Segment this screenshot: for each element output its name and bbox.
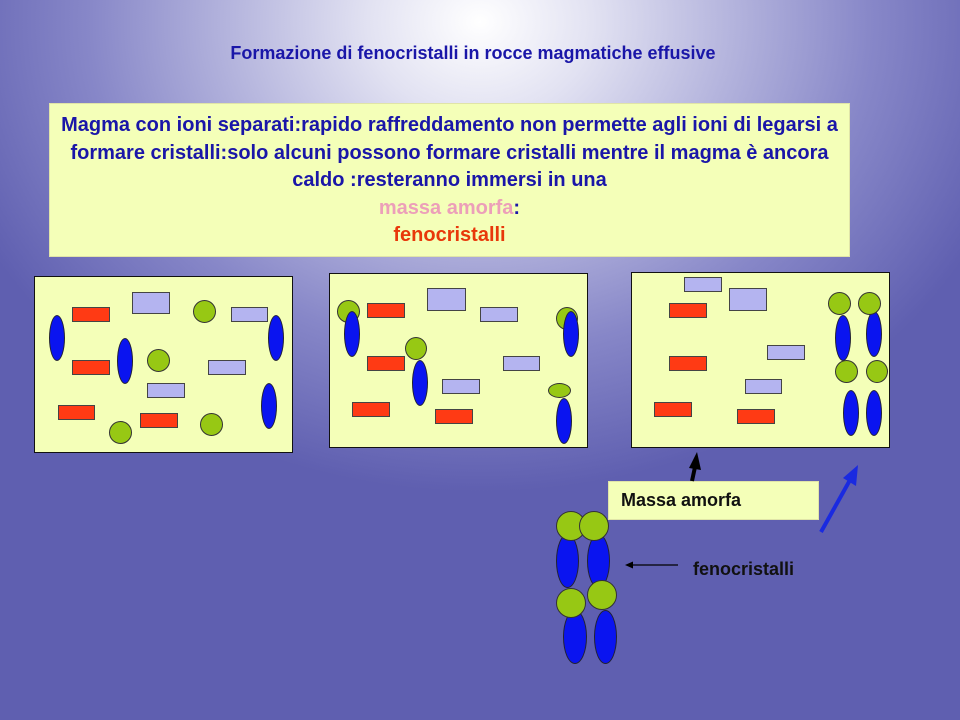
green-ion <box>866 360 888 383</box>
green-ion <box>109 421 132 444</box>
lilac-ion <box>767 345 805 360</box>
lilac-ion <box>442 379 480 394</box>
green-ion <box>548 383 571 398</box>
arrow-blue-to-fenocristalli <box>819 465 858 533</box>
lilac-ion <box>208 360 246 375</box>
lilac-ion <box>231 307 268 322</box>
phenocrystal-green-ion <box>587 580 617 610</box>
lilac-ion <box>745 379 782 394</box>
slide-title: Formazione di fenocristalli in rocce mag… <box>230 43 716 63</box>
red-ion <box>737 409 775 424</box>
red-ion <box>669 356 707 371</box>
green-ion <box>835 360 858 383</box>
green-ion <box>828 292 851 315</box>
red-ion <box>72 360 110 375</box>
red-ion <box>58 405 95 420</box>
blue-ion <box>563 311 579 357</box>
phenocrystal-blue-ion <box>563 610 587 664</box>
blue-ion <box>49 315 65 361</box>
red-ion <box>669 303 707 318</box>
red-ion <box>367 356 405 371</box>
lilac-ion <box>132 292 170 314</box>
green-ion <box>858 292 881 315</box>
red-ion <box>654 402 692 417</box>
blue-ion <box>117 338 133 384</box>
arrow-black-to-massa <box>689 452 701 482</box>
lilac-ion <box>147 383 185 398</box>
phenocrystal-green-ion <box>579 511 609 541</box>
red-ion <box>435 409 473 424</box>
massa-amorfa-label-box: Massa amorfa <box>608 481 819 520</box>
blue-ion <box>261 383 277 429</box>
green-ion <box>405 337 427 360</box>
red-ion <box>72 307 110 322</box>
description-main-text: Magma con ioni separati:rapido raffredda… <box>61 114 838 191</box>
red-ion <box>367 303 405 318</box>
lilac-ion <box>503 356 540 371</box>
phenocrystal-green-ion <box>556 588 586 618</box>
blue-ion <box>344 311 360 357</box>
red-ion <box>352 402 390 417</box>
lilac-ion <box>427 288 466 311</box>
blue-ion <box>412 360 428 406</box>
lilac-ion <box>684 277 722 292</box>
arrow-thin-to-cluster <box>625 561 678 569</box>
blue-ion <box>556 398 572 444</box>
massa-amorfa-label: Massa amorfa <box>621 490 742 510</box>
lilac-ion <box>480 307 518 322</box>
description-highlight-massa-amorfa: massa amorfa <box>378 196 514 219</box>
description-highlight-fenocristalli: fenocristalli <box>393 224 506 246</box>
lilac-ion <box>729 288 767 311</box>
description-box: Magma con ioni separati:rapido raffredda… <box>49 103 850 257</box>
green-ion <box>147 349 170 372</box>
red-ion <box>140 413 178 428</box>
blue-ion <box>843 390 859 436</box>
blue-ion <box>268 315 284 361</box>
description-colon: : <box>513 196 521 219</box>
green-ion <box>200 413 223 436</box>
phenocrystal-blue-ion <box>594 610 617 664</box>
fenocristalli-label: fenocristalli <box>693 559 795 579</box>
blue-ion <box>866 390 882 436</box>
green-ion <box>193 300 216 323</box>
